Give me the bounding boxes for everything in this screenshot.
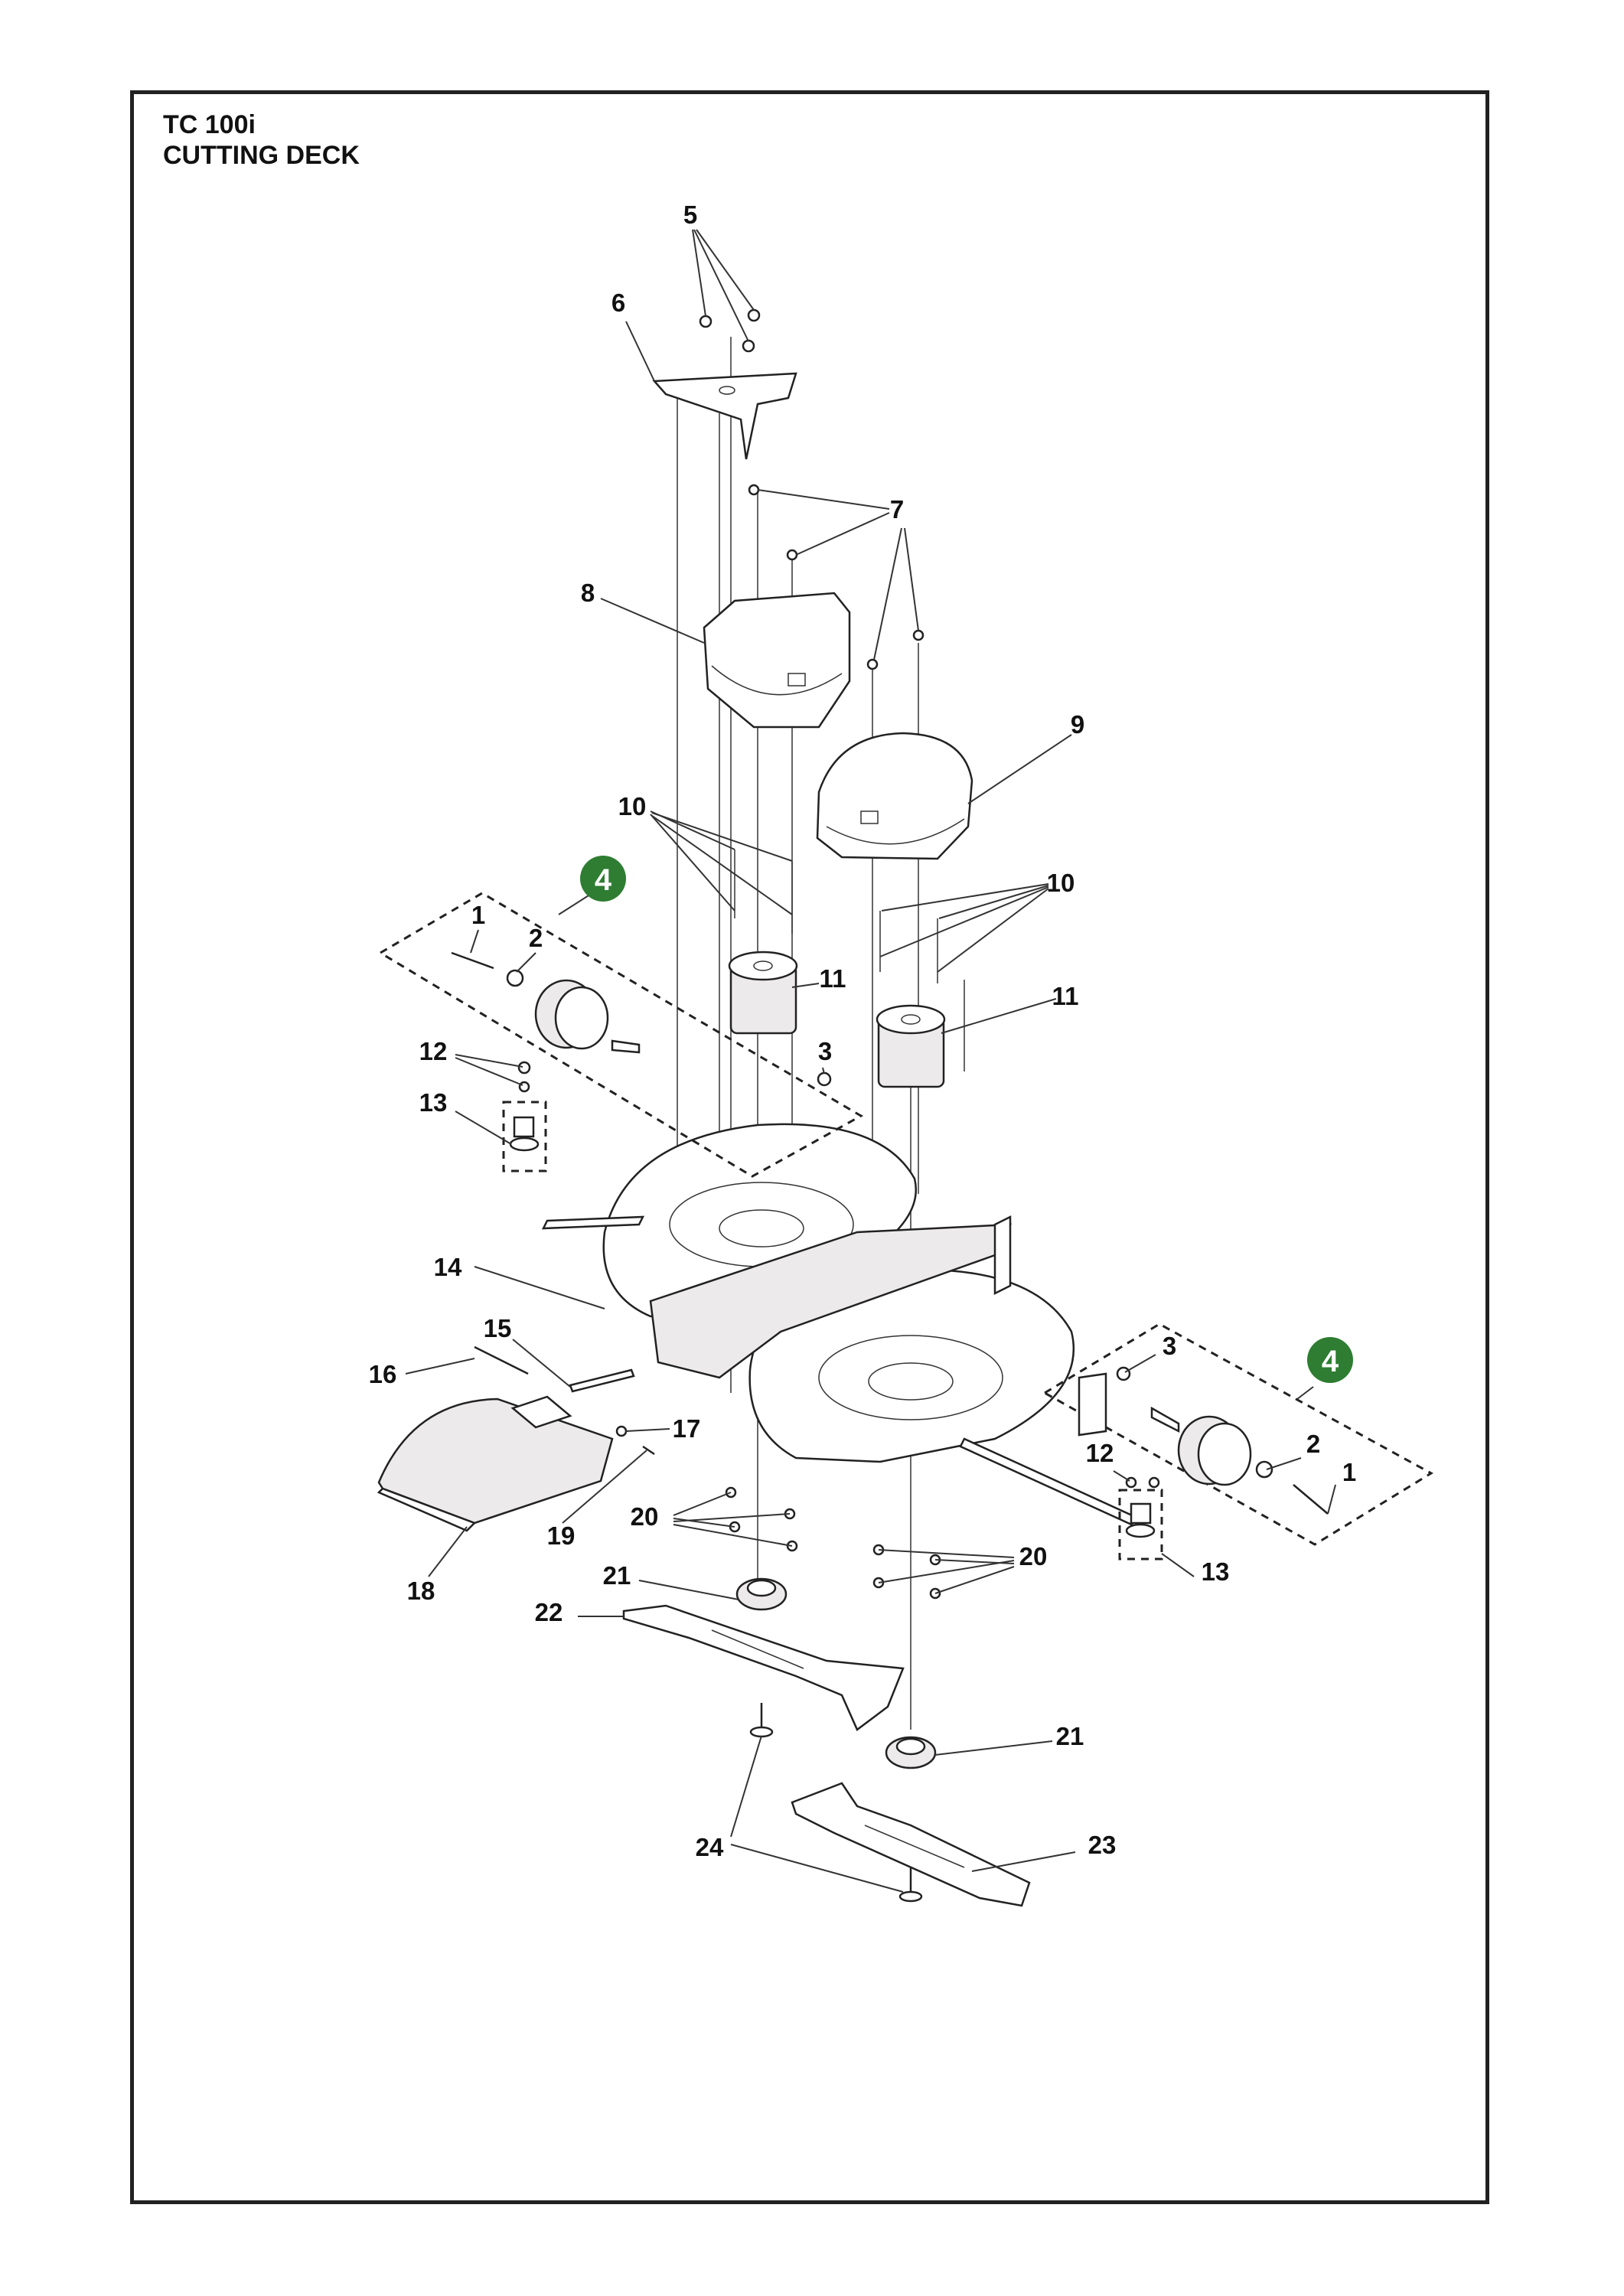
callout-16: 16	[369, 1360, 397, 1388]
callout-21-right: 21	[1056, 1722, 1084, 1750]
part-22-blade	[622, 1604, 905, 1731]
callout-14: 14	[434, 1253, 462, 1281]
callout-20-left: 20	[631, 1502, 659, 1531]
callout-5: 5	[683, 201, 697, 229]
callout-19: 19	[547, 1521, 576, 1550]
callout-11-right: 11	[1052, 982, 1079, 1010]
part-6-bracket	[652, 372, 797, 460]
callout-9: 9	[1071, 710, 1084, 739]
kit-badge-left: 4	[580, 856, 626, 902]
part-8-motor-cover-left	[703, 592, 851, 729]
part-11-motor-right	[876, 1004, 946, 1088]
callout-1-left: 1	[471, 901, 485, 929]
height-adjuster-left	[502, 1061, 547, 1172]
part-11-motor-left	[728, 951, 798, 1035]
part-17-screw	[615, 1425, 628, 1437]
part-10-pins	[734, 850, 938, 983]
callout-6: 6	[611, 289, 625, 317]
part-5-screws	[699, 308, 761, 353]
callout-12-left: 12	[419, 1037, 448, 1065]
part-21-hub-left	[735, 1577, 788, 1611]
callout-numbers: 5 6 7 8 9 10 10 11 11 1 2 3 12 13 14 15 …	[369, 201, 1357, 1861]
callout-13-right: 13	[1202, 1557, 1230, 1586]
callout-10-left: 10	[618, 792, 647, 820]
diagram-section-title: CUTTING DECK	[163, 141, 360, 170]
part-14-lever	[474, 1266, 605, 1309]
part-23-blade	[791, 1782, 1031, 1907]
callout-23: 23	[1088, 1831, 1117, 1859]
wheel-assembly-left	[378, 892, 864, 1178]
callout-2-left: 2	[529, 924, 543, 952]
part-18-discharge-chute	[377, 1395, 614, 1532]
callout-13-left: 13	[419, 1088, 448, 1117]
callout-17: 17	[673, 1414, 701, 1443]
wheel-assembly-right	[1042, 1322, 1433, 1546]
kit-badge-right: 4	[1307, 1337, 1353, 1383]
drawing-frame	[130, 90, 1489, 2204]
callout-8: 8	[581, 579, 595, 607]
callout-20-right: 20	[1019, 1542, 1048, 1570]
callout-21-left: 21	[603, 1561, 631, 1590]
callout-12-right: 12	[1086, 1439, 1114, 1467]
callout-22: 22	[535, 1598, 563, 1626]
cutting-deck-housing	[602, 1123, 1075, 1463]
callout-3-right: 3	[1163, 1332, 1176, 1360]
kit-badge-left-label: 4	[595, 863, 612, 897]
callout-18: 18	[407, 1577, 435, 1605]
kit-badge-right-label: 4	[1322, 1345, 1339, 1378]
part-21-hub-right	[885, 1736, 937, 1769]
callout-24: 24	[696, 1833, 724, 1861]
height-adjuster-right	[1118, 1476, 1163, 1561]
callout-leader-lines	[405, 229, 1336, 1893]
callout-7: 7	[890, 495, 904, 523]
part-16-rod	[474, 1345, 529, 1375]
callout-1-right: 1	[1342, 1458, 1356, 1486]
part-9-motor-cover-right	[816, 732, 973, 860]
callout-3-left: 3	[818, 1037, 832, 1065]
callout-2-right: 2	[1306, 1430, 1320, 1458]
callout-15: 15	[484, 1314, 512, 1342]
part-15-spring	[569, 1368, 635, 1393]
callout-10-right: 10	[1047, 869, 1075, 897]
part-19-pin	[642, 1445, 655, 1456]
diagram-model-title: TC 100i	[163, 110, 256, 139]
callout-11-left: 11	[820, 964, 846, 993]
